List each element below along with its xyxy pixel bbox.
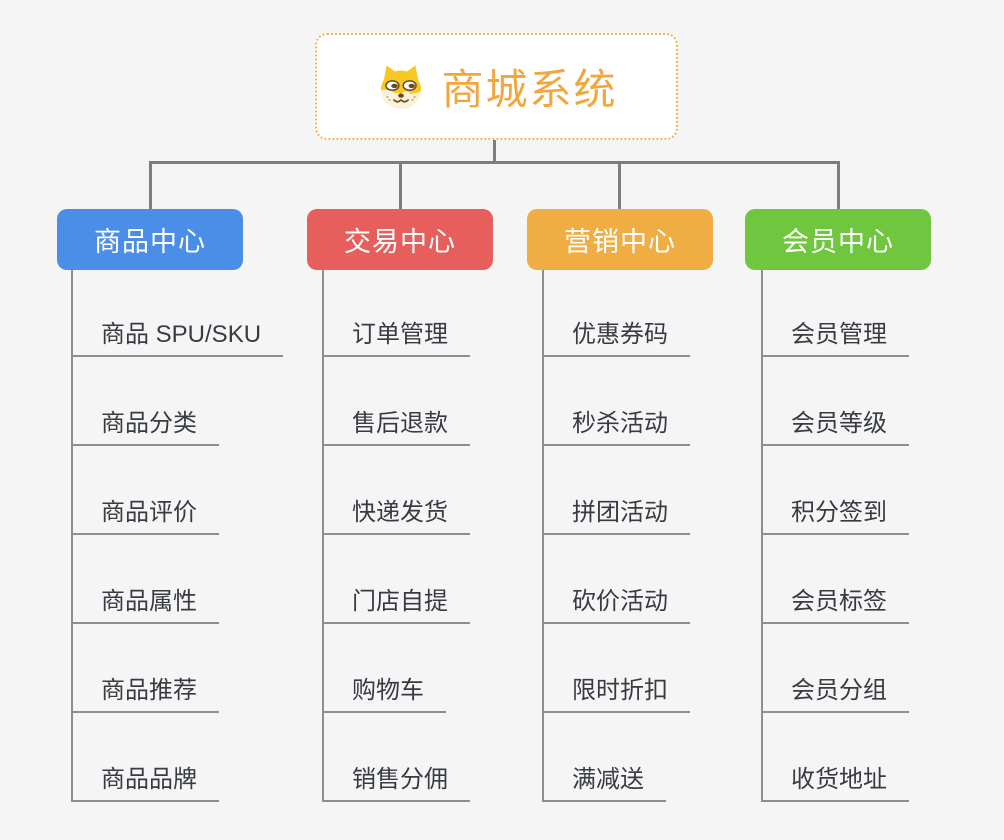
leaf-node[interactable]: 商品 SPU/SKU xyxy=(71,313,284,357)
connector-drop xyxy=(618,161,621,210)
leaf-node[interactable]: 商品分类 xyxy=(71,402,219,446)
root-title: 商城系统 xyxy=(441,66,618,113)
leaf-node[interactable]: 销售分佣 xyxy=(322,758,470,802)
branch-node-member-center[interactable]: 会员中心 xyxy=(745,209,931,270)
leaf-node[interactable]: 会员分组 xyxy=(761,669,909,713)
leaf-node[interactable]: 会员管理 xyxy=(761,313,909,357)
leaf-node[interactable]: 商品属性 xyxy=(71,580,219,624)
connector-bus xyxy=(149,161,840,164)
branch-node-product-center[interactable]: 商品中心 xyxy=(57,209,243,270)
leaf-node[interactable]: 秒杀活动 xyxy=(542,402,690,446)
branch-spine xyxy=(761,270,763,802)
leaf-node[interactable]: 积分签到 xyxy=(761,491,909,535)
leaf-node[interactable]: 售后退款 xyxy=(322,402,470,446)
branch-node-marketing-center[interactable]: 营销中心 xyxy=(527,209,713,270)
leaf-node[interactable]: 满减送 xyxy=(542,758,666,802)
branch-spine xyxy=(71,270,73,802)
leaf-node[interactable]: 商品评价 xyxy=(71,491,219,535)
leaf-node[interactable]: 会员标签 xyxy=(761,580,909,624)
connector-drop xyxy=(399,161,402,210)
leaf-node[interactable]: 会员等级 xyxy=(761,402,909,446)
connector-drop xyxy=(837,161,840,210)
leaf-node[interactable]: 商品品牌 xyxy=(71,758,219,802)
root-node[interactable]: 商城系统 xyxy=(315,33,678,140)
leaf-node[interactable]: 订单管理 xyxy=(322,313,470,357)
doge-icon xyxy=(375,64,427,110)
leaf-node[interactable]: 优惠券码 xyxy=(542,313,690,357)
leaf-node[interactable]: 商品推荐 xyxy=(71,669,219,713)
leaf-node[interactable]: 收货地址 xyxy=(761,758,909,802)
branch-node-trade-center[interactable]: 交易中心 xyxy=(307,209,493,270)
branch-spine xyxy=(322,270,324,802)
connector-root-stem xyxy=(493,139,496,163)
leaf-node[interactable]: 门店自提 xyxy=(322,580,470,624)
connector-drop xyxy=(149,161,152,210)
leaf-node[interactable]: 砍价活动 xyxy=(542,580,690,624)
leaf-node[interactable]: 限时折扣 xyxy=(542,669,690,713)
leaf-node[interactable]: 快递发货 xyxy=(322,491,470,535)
leaf-node[interactable]: 拼团活动 xyxy=(542,491,690,535)
branch-spine xyxy=(542,270,544,802)
leaf-node[interactable]: 购物车 xyxy=(322,669,446,713)
